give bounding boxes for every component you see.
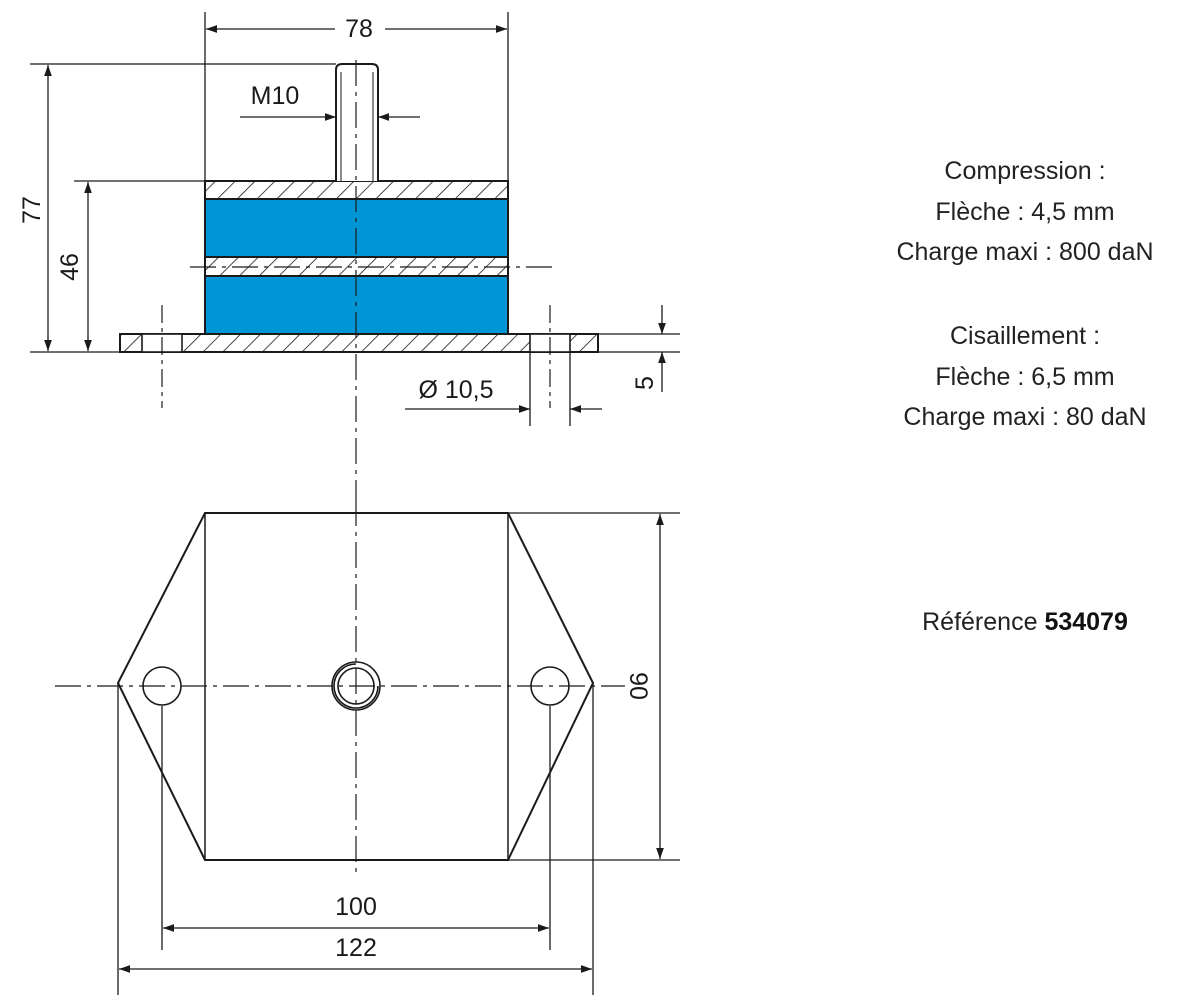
dim-thread: M10 (251, 82, 300, 110)
compression-deflection: Flèche : 4,5 mm (935, 197, 1115, 226)
reference-block: Référence 534079 (850, 602, 1200, 643)
shear-deflection: Flèche : 6,5 mm (935, 362, 1115, 391)
compression-max-load: Charge maxi : 800 daN (896, 238, 1154, 266)
dim-depth: 90 (624, 672, 652, 700)
top-view (55, 500, 680, 995)
dim-plate-thickness: 5 (631, 376, 659, 390)
reference-label: Référence (922, 608, 1038, 636)
reference-number: 534079 (1044, 608, 1128, 636)
shear-title: Cisaillement : (949, 322, 1101, 350)
compression-title: Compression : (944, 157, 1106, 185)
dim-hole-spacing: 100 (335, 893, 377, 921)
threaded-stud (335, 63, 379, 181)
mounting-hole-right (530, 666, 570, 706)
dim-width-top: 78 (345, 15, 373, 43)
dim-total-height: 77 (18, 196, 46, 224)
base-plate (119, 333, 599, 353)
shear-max-load: Charge maxi : 80 daN (903, 403, 1147, 431)
shear-specs: Cisaillement : Flèche : 6,5 mm Charge ma… (850, 316, 1200, 438)
dim-hole-diameter: Ø 10,5 (418, 376, 493, 404)
dim-body-height: 46 (56, 253, 84, 281)
center-stud-thread (333, 663, 379, 709)
center-stud-inner (337, 667, 375, 705)
compression-specs: Compression : Flèche : 4,5 mm Charge max… (850, 151, 1200, 273)
dim-overall-length: 122 (335, 934, 377, 962)
center-stud-outer (331, 661, 381, 711)
side-view (30, 12, 680, 500)
mounting-hole-left (142, 666, 182, 706)
